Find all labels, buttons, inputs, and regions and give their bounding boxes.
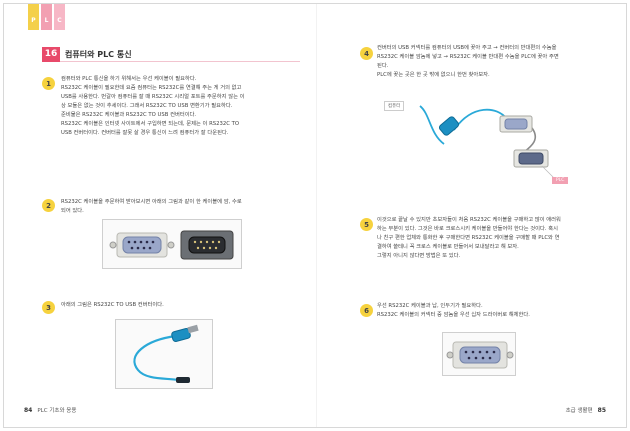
text-line: RS232C 케이블의 커넥터 중 암놈을 우선 십자 드라이버로 해체한다. <box>377 312 530 318</box>
text-line: RS232C 케이블을 주문하여 받아보시면 아래의 그림과 같이 한 케이블에… <box>61 199 242 205</box>
text-line: 그렇지 아니지 않다면 방법은 또 있다. <box>377 253 461 259</box>
female-db9-image <box>446 341 514 369</box>
text-line: 컨버터의 USB 커넥터를 컴퓨터의 USB에 꽂아 주고 → 컨버터의 반대편… <box>377 45 557 51</box>
diagram-label-computer: 컴퓨터 <box>384 101 405 111</box>
section-title: 컴퓨터와 PLC 통신 <box>65 49 132 59</box>
connection-diagram <box>419 105 555 179</box>
section-number: 16 <box>42 46 60 62</box>
text-line: 나 친구 편한 업체와 통화한 후 구매한다면 RS232C 케이블을 구매할 … <box>377 235 560 241</box>
page-number-right: 85 <box>597 406 606 414</box>
step-5-badge: 5 <box>360 218 373 231</box>
step-1-badge: 1 <box>42 77 55 90</box>
female-connector-photo <box>442 332 516 376</box>
text-line: PLC에 꽂는 곳은 한 곳 밖에 없으니 한번 찾아보자. <box>377 72 490 78</box>
step-2-badge: 2 <box>42 199 55 212</box>
rs232c-cable-photo <box>102 219 242 269</box>
step-2-text: RS232C 케이블을 주문하여 받아보시면 아래의 그림과 같이 한 케이블에… <box>61 198 242 216</box>
footer-right: 초급 생활편 85 <box>565 406 606 415</box>
text-line: 하는 부분이 있다. 그것은 바로 크로스시키 케이블을 만들어야 한다는 것이… <box>377 226 559 232</box>
text-line: RS232C 케이블 암놈에 넣고 → RS232C 케이블 반대편 수놈을 P… <box>377 54 559 60</box>
text-line: 상 모듈은 없는 것이 추세이다. 그래서 RS232C TO USB 변환기가… <box>61 103 233 109</box>
text-line: 되어 있다. <box>61 208 84 214</box>
diagram-label-plc: PLC <box>552 177 569 184</box>
tab-c: C <box>54 4 65 30</box>
chapter-tab-bar: P L C <box>4 4 628 30</box>
text-line: 우선 RS232C 케이블과 납, 인두기가 필요하다. <box>377 303 483 309</box>
step-1-text: 컴퓨터와 PLC 통신을 하기 위해서는 우선 케이블이 필요하다. RS232… <box>61 75 245 138</box>
book-spread: P L C 16 컴퓨터와 PLC 통신 1 컴퓨터와 PLC 통신을 하기 위… <box>3 3 627 428</box>
step-4-text: 컨버터의 USB 커넥터를 컴퓨터의 USB에 꽂아 주고 → 컨버터의 반대편… <box>377 44 559 80</box>
text-line: USB 컨버터이다. 컨버터를 잘못 살 경우 통신이 느려 컴퓨터가 잘 다운… <box>61 130 229 136</box>
text-line: RS232C 케이블은 인터넷 사이트에서 구입하면 되는데, 문제는 이 RS… <box>61 121 240 127</box>
usb-converter-photo <box>115 319 213 389</box>
book-title-right: 초급 생활편 <box>565 408 593 414</box>
text-line: 아래의 그림은 RS232C TO USB 컨버터이다. <box>61 302 164 308</box>
footer-left: 84 PLC 기초와 응용 <box>24 406 77 415</box>
step-3-text: 아래의 그림은 RS232C TO USB 컨버터이다. <box>61 301 164 310</box>
step-5-text: 이것으로 끝날 수 있지만 초보자들이 처음 RS232C 케이블을 구매하고 … <box>377 216 561 261</box>
text-line: USB를 사용한다. 번갈아 컴퓨터를 잘 때 RS232C 시리얼 포트를 주… <box>61 94 245 100</box>
step-6-text: 우선 RS232C 케이블과 납, 인두기가 필요하다. RS232C 케이블의… <box>377 302 530 320</box>
db9-connectors-image <box>109 230 234 260</box>
text-line: 컴퓨터와 PLC 통신을 하기 위해서는 우선 케이블이 필요하다. <box>61 76 197 82</box>
page-gutter <box>316 4 317 427</box>
section-header: 16 컴퓨터와 PLC 통신 <box>42 46 300 62</box>
page-number-left: 84 <box>24 406 33 414</box>
tab-p: P <box>28 4 39 30</box>
text-line: 준비물은 RS232C 케이블과 RS232C TO USB 컨버터이다. <box>61 112 197 118</box>
text-line: RS232C 케이블이 필요한데 요즘 컴퓨터는 RS232C를 연결해 주는 … <box>61 85 242 91</box>
step-4-badge: 4 <box>360 47 373 60</box>
tab-l: L <box>41 4 52 30</box>
usb-converter-image <box>133 324 199 383</box>
book-title-left: PLC 기초와 응용 <box>37 408 77 414</box>
text-line: 된다. <box>377 63 389 69</box>
step-3-badge: 3 <box>42 301 55 314</box>
text-line: 이것으로 끝날 수 있지만 초보자들이 처음 RS232C 케이블을 구매하고 … <box>377 217 561 223</box>
step-6-badge: 6 <box>360 304 373 317</box>
text-line: 결하여 쓸테니 꼭 크로스 케이블로 만들어서 보내달라고 해 보자. <box>377 244 519 250</box>
